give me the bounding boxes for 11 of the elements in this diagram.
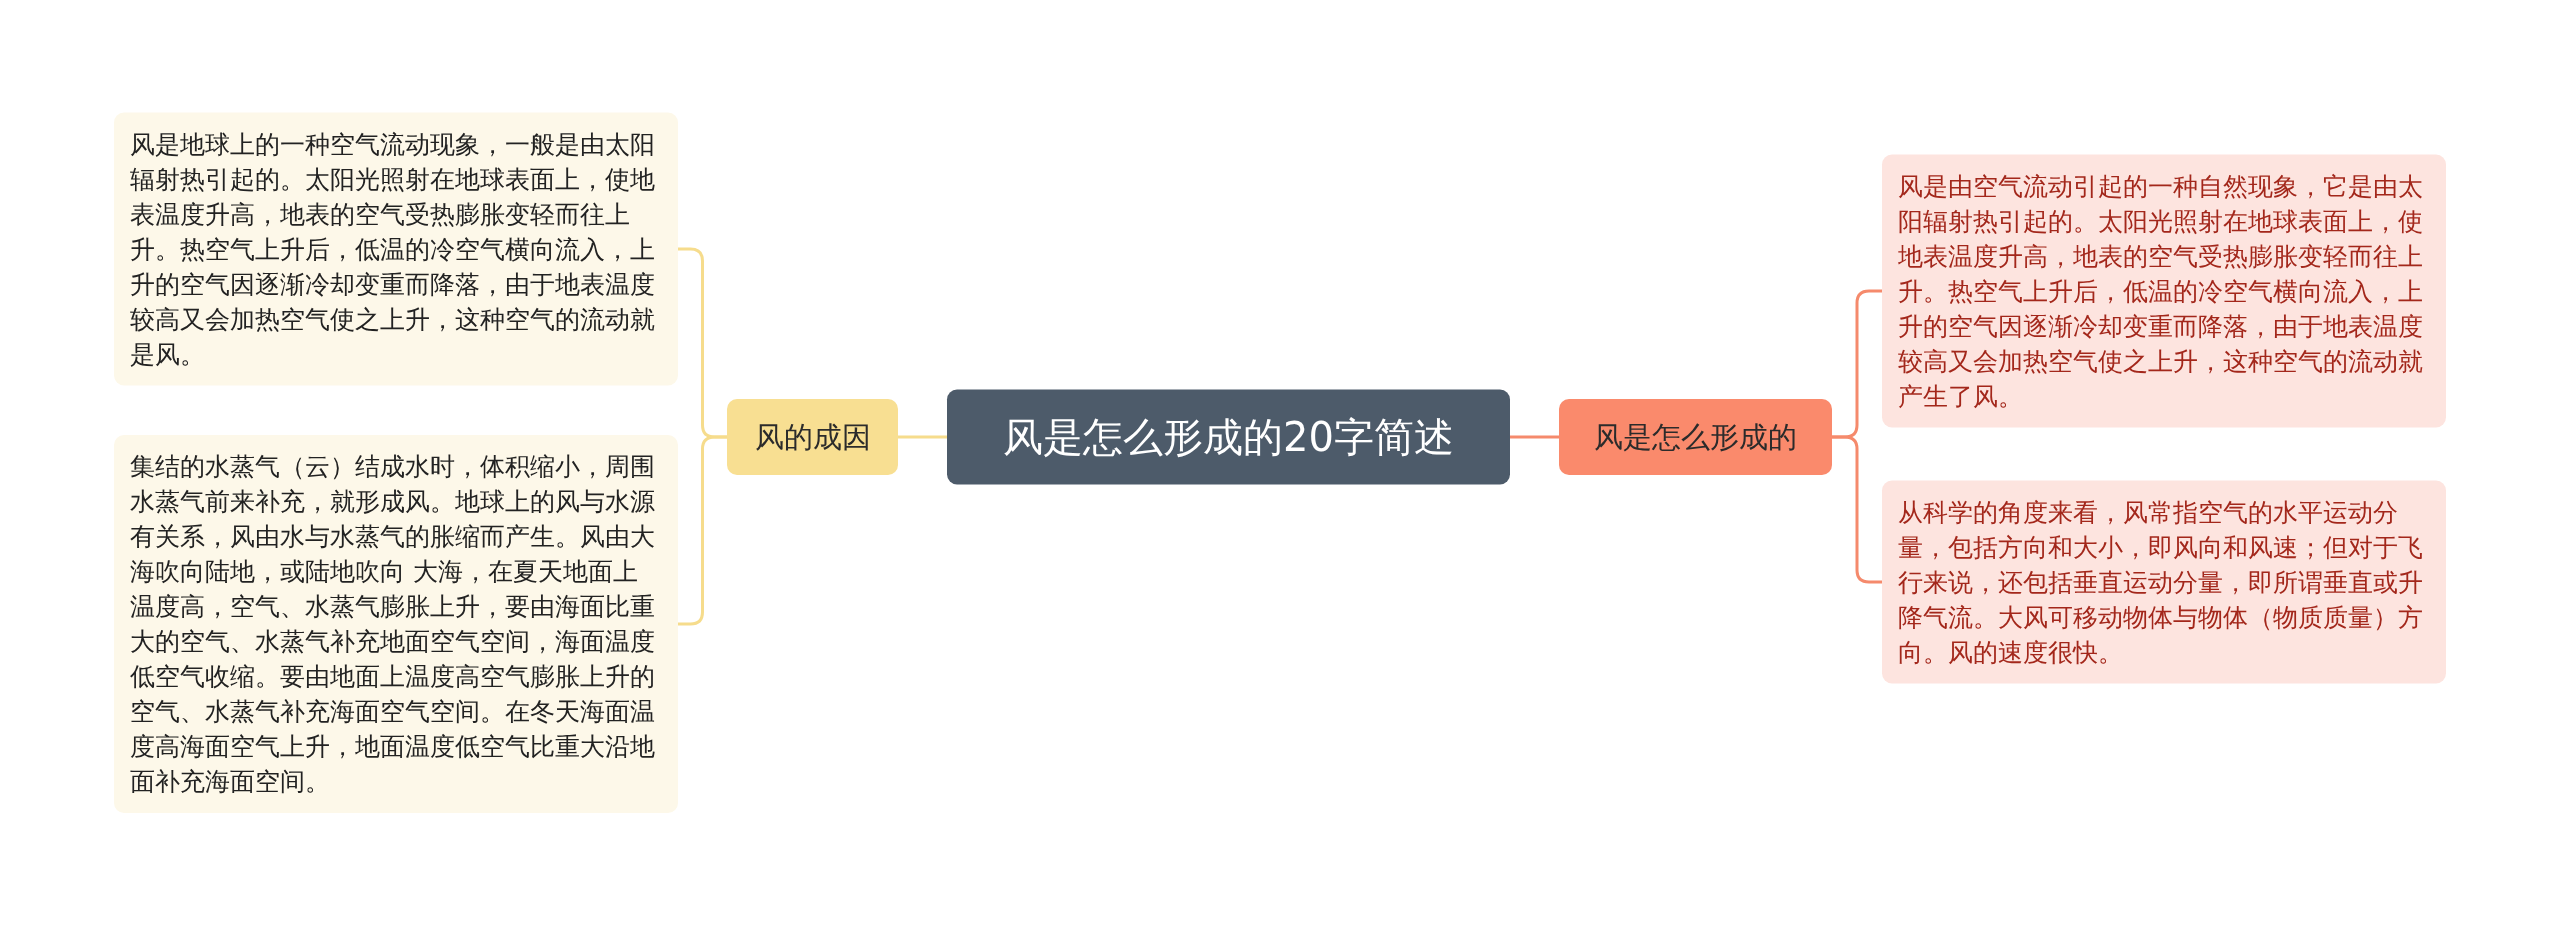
central-topic: 风是怎么形成的20字简述 bbox=[947, 389, 1510, 485]
branch-topic: 风的成因 bbox=[727, 399, 898, 475]
note-card: 从科学的角度来看，风常指空气的水平运动分量，包括方向和大小，即风向和风速；但对于飞行来说，还包括垂直运动分量，即所谓垂直或升降气流。大风可移动物体与物体（物质质量）方向。风的速度很快。 bbox=[1882, 480, 2446, 684]
connector-line bbox=[1832, 435, 1882, 584]
note-card: 风是由空气流动引起的一种自然现象，它是由太阳辐射热引起的。太阳光照射在地球表面上，使地表温度升高，地表的空气受热膨胀变轻而往上升。热空气上升后，低温的冷空气横向流入，上升的空气因逐渐冷却变重而降落，由于地表温度较高又会加热空气使之上升，这种空气的流动就产生了风。 bbox=[1882, 154, 2446, 428]
connector-line bbox=[898, 435, 947, 439]
note-card: 风是地球上的一种空气流动现象，一般是由太阳辐射热引起的。太阳光照射在地球表面上，使地表温度升高，地表的空气受热膨胀变轻而往上升。热空气上升后，低温的冷空气横向流入，上升的空气因逐渐冷却变重而降落，由于地表温度较高又会加热空气使之上升，这种空气的流动就是风。 bbox=[114, 112, 678, 386]
connector-line bbox=[1510, 435, 1559, 439]
note-card: 集结的水蒸气（云）结成水时，体积缩小，周围水蒸气前来补充，就形成风。地球上的风与水源有关系，风由水与水蒸气的胀缩而产生。风由大海吹向陆地，或陆地吹向 大海，在夏天地面上温度高，空气、水蒸气膨胀上升，要由海面比重大的空气、水蒸气补充地面空气空间，海面温度低空气收缩。要由地面上温度高空气膨胀上升的空气、水蒸气补充海面空气空间。在冬天海面温度高海面空气上升，地面温度低空气比重大沿地面补充海面空间。 bbox=[114, 435, 678, 813]
connector-line bbox=[678, 435, 727, 626]
branch-topic: 风是怎么形成的 bbox=[1559, 399, 1832, 475]
